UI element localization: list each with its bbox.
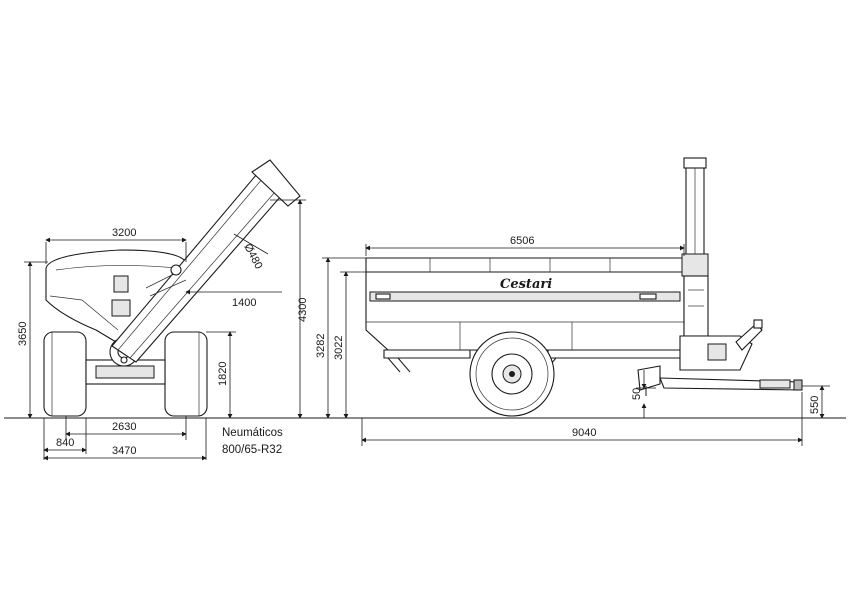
side-jack-stand	[637, 365, 661, 391]
dim-3200: 3200	[112, 227, 136, 239]
front-left-tire	[43, 331, 87, 417]
dim-480: Ø480	[241, 242, 264, 271]
dim-6506: 6506	[510, 235, 534, 247]
dim-3650: 3650	[17, 322, 29, 346]
front-right-tire	[164, 331, 208, 417]
side-chassis	[383, 349, 471, 359]
brand-logo: Cestari	[500, 277, 552, 292]
dim-840: 840	[56, 437, 74, 449]
dim-1400: 1400	[232, 297, 256, 309]
dim-1820: 1820	[217, 362, 229, 386]
dim-3022: 3022	[333, 336, 345, 360]
dim-3282: 3282	[315, 334, 327, 358]
dim-4300: 4300	[297, 298, 309, 322]
dim-3470: 3470	[112, 445, 136, 457]
dim-550: 550	[809, 396, 821, 414]
front-view: 3200 Ø480 1400 4300 3650 1820 2630 840 3…	[17, 159, 309, 461]
dim-50: 50	[631, 388, 643, 400]
dim-2630: 2630	[112, 421, 136, 433]
tires-spec: 800/65-R32	[222, 444, 282, 456]
dim-9040: 9040	[572, 427, 596, 439]
side-view: Cestari	[315, 157, 830, 446]
tires-label: Neumáticos	[222, 427, 283, 439]
